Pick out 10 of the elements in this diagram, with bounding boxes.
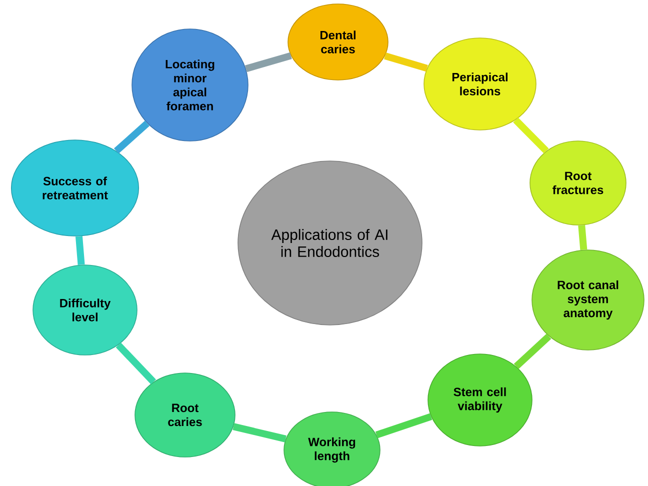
ring-connector <box>513 118 549 154</box>
ring-connector <box>114 120 150 154</box>
ring-connector <box>375 413 432 438</box>
ring-connector <box>384 52 428 72</box>
ring-connector <box>514 334 552 370</box>
ring-connector <box>578 224 588 250</box>
ring-connector <box>116 342 156 384</box>
ring-connector <box>232 423 286 442</box>
ring-connector <box>75 236 85 265</box>
ring-connector <box>244 52 292 72</box>
